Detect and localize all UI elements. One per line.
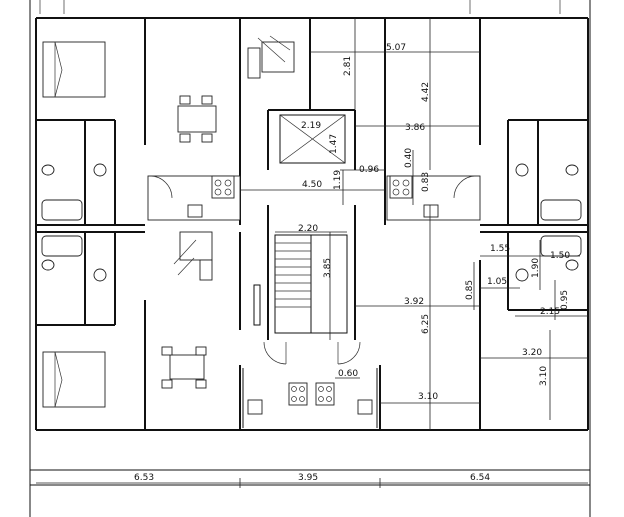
dim-label-3-20: 3.20 [522,348,542,358]
dimension-lines [36,18,588,488]
building-walls [29,0,591,517]
elevator-shaft [279,114,346,164]
dimension-labels: 5.07 2.81 4.42 2.19 3.86 1.47 0.96 0.40 … [134,43,570,483]
dim-label-2-19: 2.19 [301,121,321,131]
kitchen-counters [147,175,481,415]
dim-label-2-81: 2.81 [343,56,353,76]
dim-label-0-96: 0.96 [359,165,379,175]
dim-label-0-83: 0.83 [421,172,431,192]
dim-label-0-85: 0.85 [465,280,475,300]
dim-label-2-15: 2.15 [540,307,560,317]
dim-label-0-40: 0.40 [404,148,414,168]
dim-label-5-07: 5.07 [386,43,406,53]
dining-tables [161,95,217,389]
dim-label-3-10-vertical: 3.10 [539,366,549,386]
dim-label-4-50: 4.50 [302,180,322,190]
dim-label-1-55: 1.55 [490,244,510,254]
dim-label-3-86: 3.86 [405,123,425,133]
dim-label-3-10-horizontal: 3.10 [418,392,438,402]
beds [42,41,106,408]
dim-label-0-95: 0.95 [560,290,570,310]
dim-label-1-47: 1.47 [329,134,339,154]
dim-label-6-54: 6.54 [470,473,490,483]
dim-label-0-60: 0.60 [338,369,358,379]
dim-label-1-19: 1.19 [333,170,343,190]
staircase [253,234,361,365]
dim-label-6-53: 6.53 [134,473,154,483]
bathroom-fixtures [41,163,582,282]
dim-label-1-50: 1.50 [550,251,570,261]
armchairs [173,35,295,281]
dim-label-2-20: 2.20 [298,224,318,234]
dim-label-3-85: 3.85 [323,258,333,278]
dim-label-3-95: 3.95 [298,473,318,483]
dim-label-1-90: 1.90 [531,258,541,278]
dim-label-3-92: 3.92 [404,297,424,307]
dim-label-4-42: 4.42 [421,82,431,102]
dim-label-6-25: 6.25 [421,314,431,334]
dim-label-1-05: 1.05 [487,277,507,287]
